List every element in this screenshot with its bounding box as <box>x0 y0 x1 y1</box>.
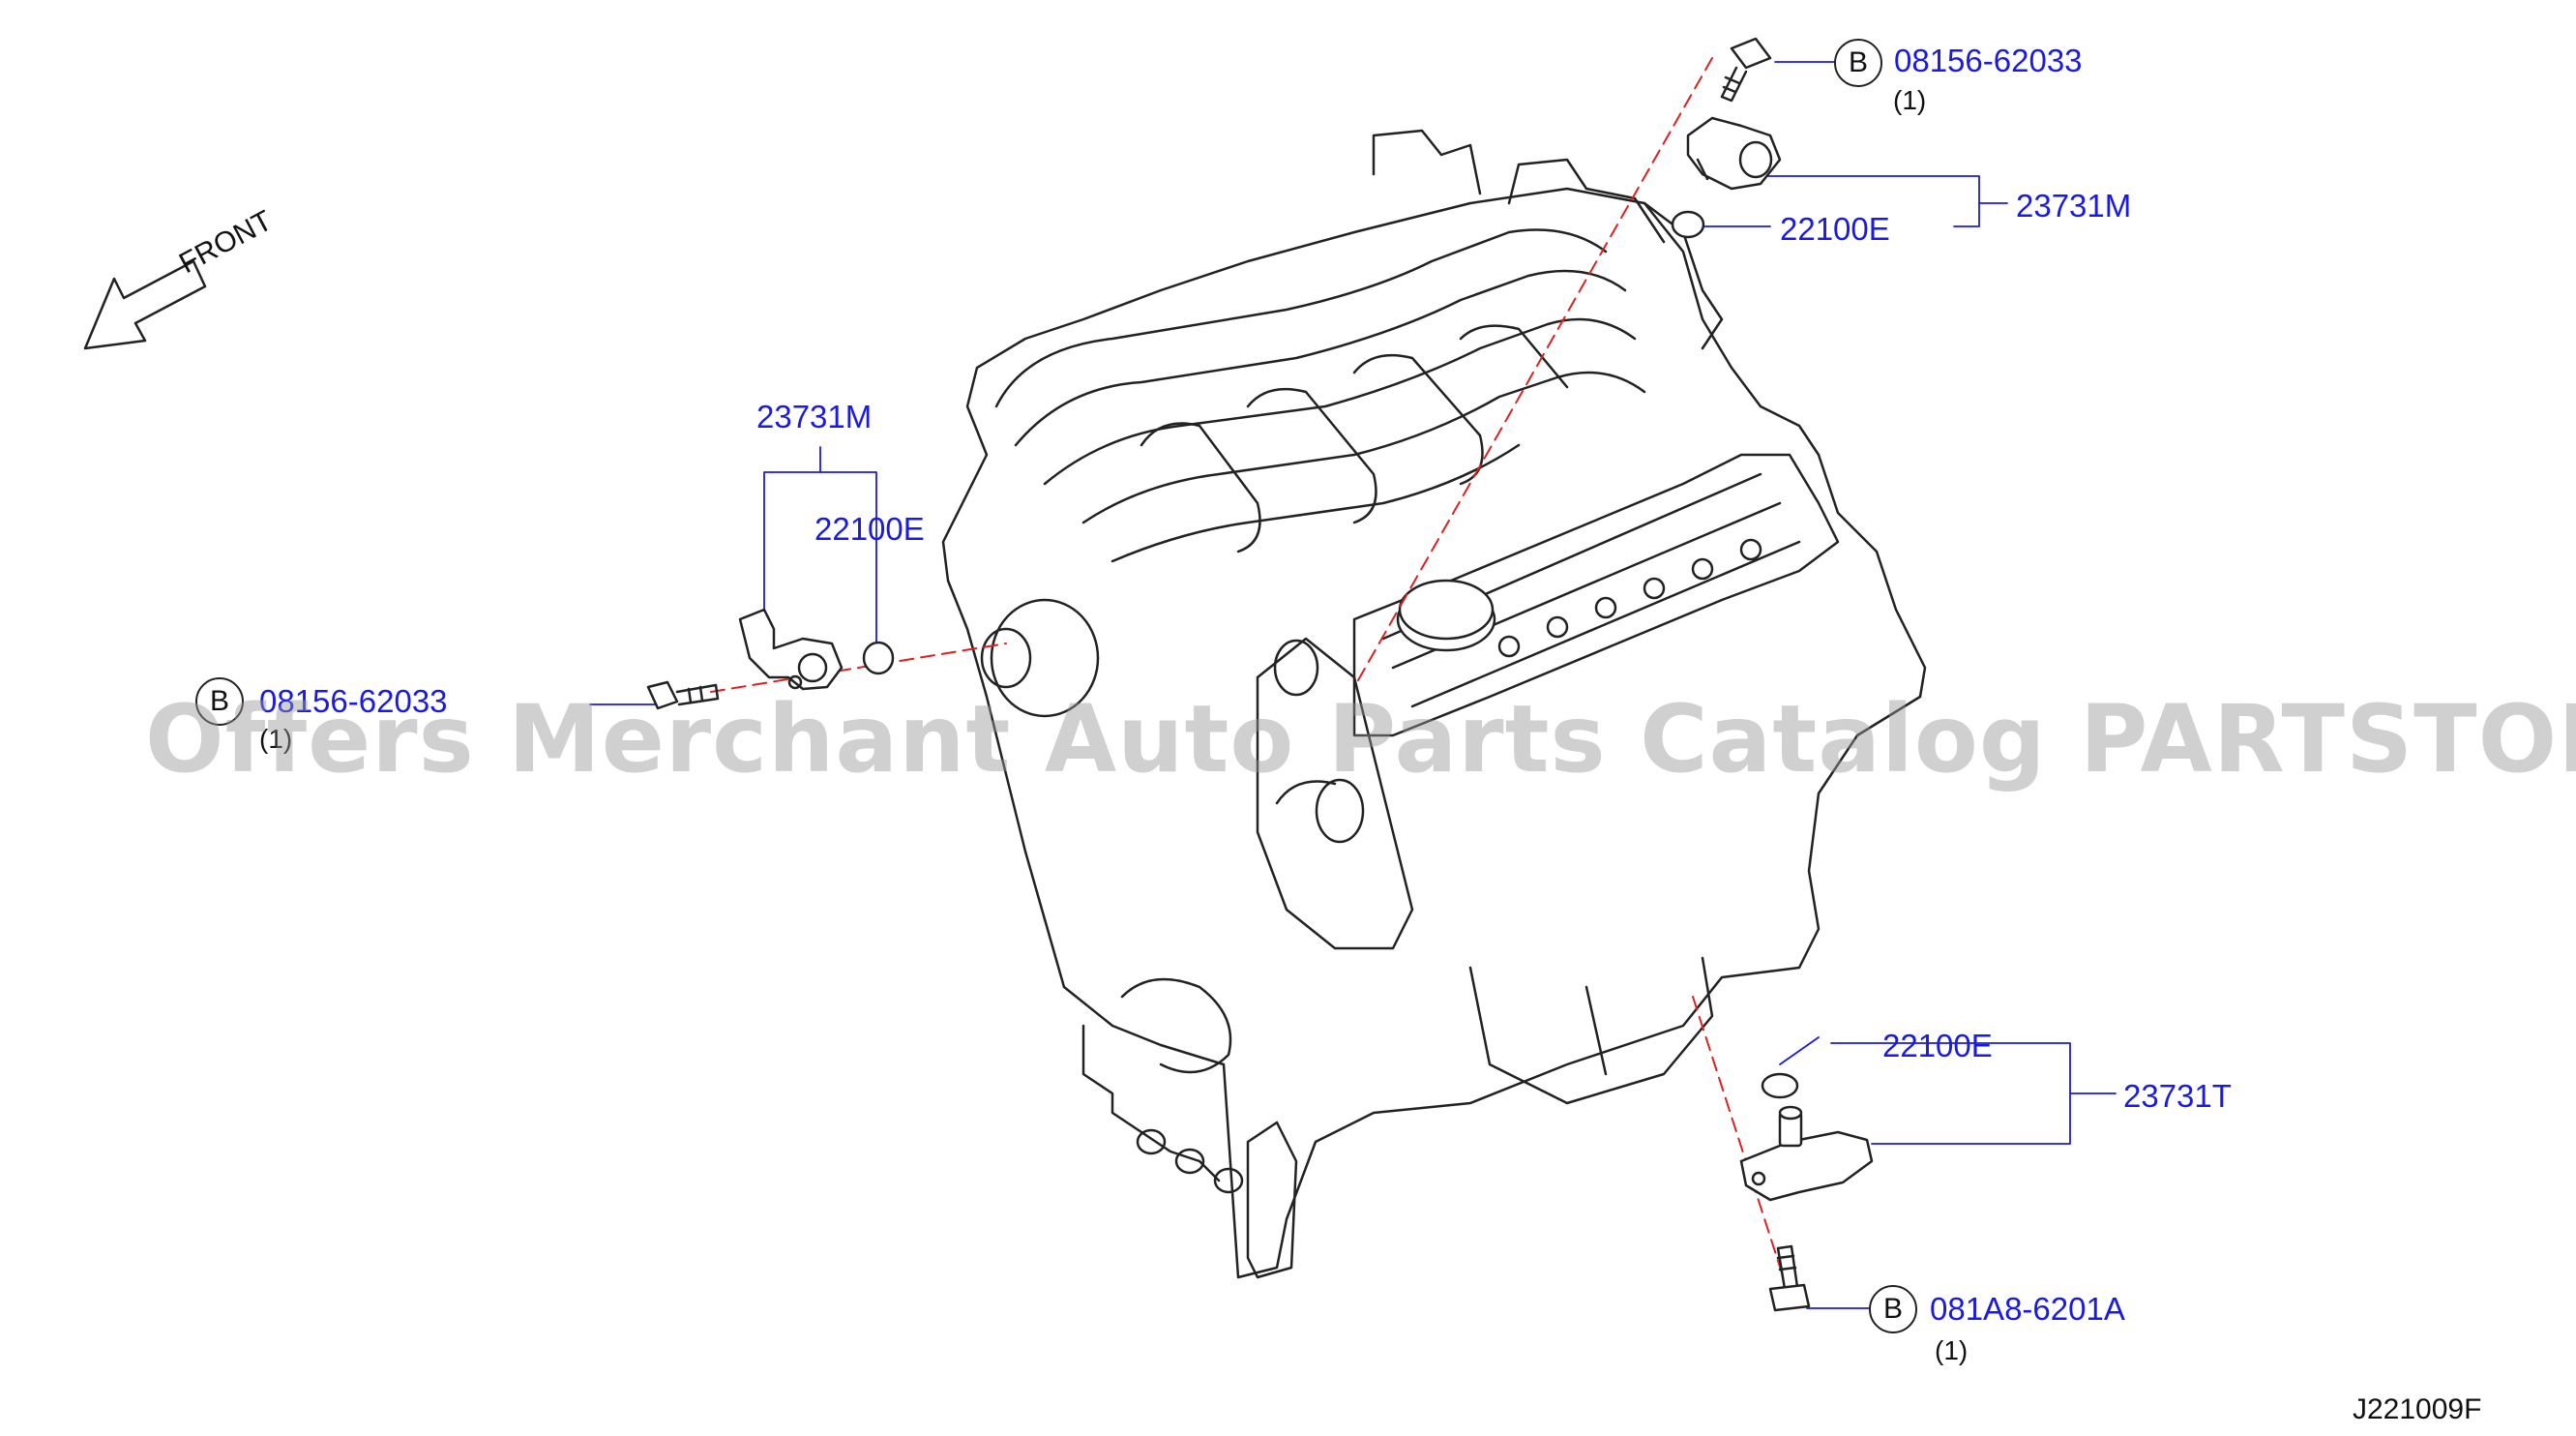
engine-block <box>941 129 1927 1279</box>
top-bolt-icon <box>1720 37 1772 103</box>
left-sensor-icon <box>738 608 844 691</box>
left-oring-icon <box>862 641 895 675</box>
top-assembly-part-number[interactable]: 23731M <box>2016 188 2132 224</box>
watermark: Offers Merchant Auto Parts Catalog PARTS… <box>145 685 2576 793</box>
top-bolt-quantity: (1) <box>1893 85 1927 115</box>
left-bolt-icon <box>646 680 720 710</box>
left-bolt-part-number[interactable]: 08156-62033 <box>259 683 448 719</box>
top-oring-icon <box>1671 210 1705 239</box>
left-bolt-badge: B <box>195 677 244 726</box>
left-assembly-part-number[interactable]: 23731M <box>756 399 873 434</box>
top-bolt-part-number[interactable]: 08156-62033 <box>1894 43 2083 78</box>
leader-lines <box>589 61 2117 1309</box>
figure-code: J221009F <box>2353 1393 2482 1425</box>
bottom-assembly-part-number[interactable]: 23731T <box>2123 1078 2232 1114</box>
bottom-oring-part-number[interactable]: 22100E <box>1882 1028 1993 1063</box>
top-bolt-badge: B <box>1834 39 1882 87</box>
left-oring-part-number[interactable]: 22100E <box>814 511 925 547</box>
bottom-bolt-icon <box>1768 1244 1811 1312</box>
bottom-sensor-icon <box>1739 1105 1874 1202</box>
bottom-bolt-part-number[interactable]: 081A8-6201A <box>1930 1291 2125 1327</box>
bottom-oring-icon <box>1761 1072 1799 1099</box>
bottom-bolt-badge: B <box>1869 1285 1917 1333</box>
alignment-dashed-lines <box>710 57 1791 1298</box>
front-arrow-icon <box>83 259 207 350</box>
top-oring-part-number[interactable]: 22100E <box>1780 211 1890 247</box>
bottom-bolt-quantity: (1) <box>1935 1335 1969 1365</box>
left-bolt-quantity: (1) <box>259 724 293 754</box>
top-sensor-icon <box>1686 116 1782 191</box>
